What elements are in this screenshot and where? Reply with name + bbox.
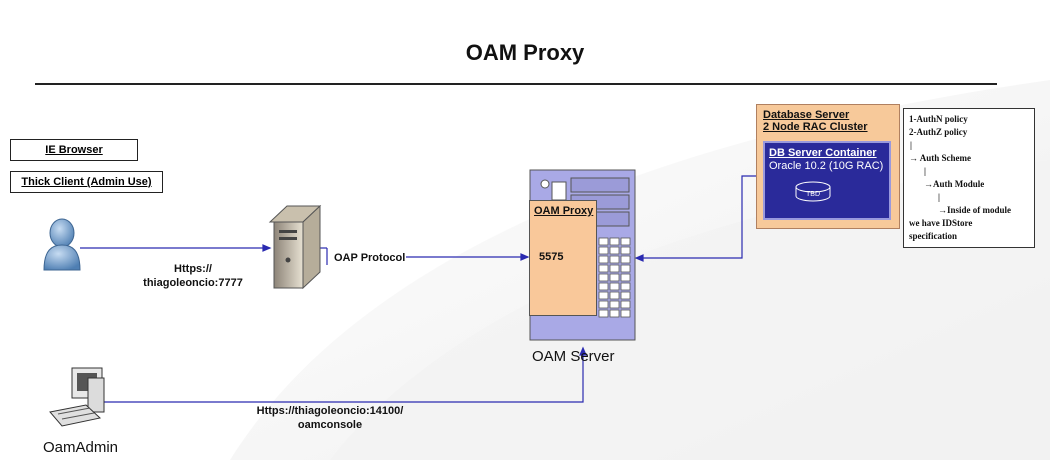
admin-url-line2: oamconsole	[297, 419, 363, 431]
server-vent	[598, 237, 609, 246]
oam-admin-label: OamAdmin	[43, 439, 119, 456]
server-vent	[609, 282, 620, 291]
policy-notes-box: 1-AuthN policy 2-AuthZ policy | → Auth S…	[903, 108, 1035, 248]
server-vent	[620, 246, 631, 255]
server-vent	[609, 273, 620, 282]
server-vent	[598, 282, 609, 291]
server-vent	[609, 300, 620, 309]
note-line: →Auth Module	[924, 179, 985, 189]
oap-protocol-label: OAP Protocol	[333, 251, 407, 265]
database-title-line1: Database Server	[763, 109, 850, 121]
server-vent	[609, 237, 620, 246]
server-vent	[620, 264, 631, 273]
admin-url-line1: Https://thiagoleoncio:14100/	[256, 405, 404, 417]
server-vent	[620, 273, 631, 282]
server-vent	[609, 255, 620, 264]
note-line: 1-AuthN policy	[909, 114, 968, 124]
oam-proxy-title: OAM Proxy	[534, 205, 594, 217]
note-line: →Inside of module	[938, 205, 1012, 215]
database-cylinder-label: TBD	[806, 191, 820, 198]
server-vent	[620, 291, 631, 300]
database-server-title: Database Server 2 Node RAC Cluster	[763, 109, 868, 133]
note-line: |	[938, 192, 940, 202]
database-cylinder-icon	[795, 181, 831, 202]
server-vent	[609, 246, 620, 255]
oam-server-label: OAM Server	[532, 348, 615, 365]
note-line: 2-AuthZ policy	[909, 127, 968, 137]
server-vent	[620, 255, 631, 264]
note-line: |	[910, 140, 912, 150]
server-vent	[598, 255, 609, 264]
server-vent	[598, 264, 609, 273]
database-server-box: Database Server 2 Node RAC Cluster DB Se…	[756, 104, 900, 229]
legend-ie-browser: IE Browser	[10, 139, 138, 161]
legend-thick-client: Thick Client (Admin Use)	[10, 171, 163, 193]
note-line: |	[924, 166, 926, 176]
oam-proxy-box: OAM Proxy 5575	[529, 200, 597, 316]
server-vent	[620, 300, 631, 309]
server-vent	[598, 300, 609, 309]
note-line: → Auth Scheme	[909, 153, 972, 163]
https-user-url-line2: thiagoleoncio:7777	[143, 277, 243, 289]
https-user-url-line1: Https://	[174, 263, 212, 275]
server-vent	[598, 291, 609, 300]
server-vent	[620, 309, 631, 318]
server-vent	[598, 309, 609, 318]
db-server-container: DB Server Container Oracle 10.2 (10G RAC…	[763, 141, 891, 220]
oam-proxy-port: 5575	[539, 251, 564, 263]
server-vent	[609, 264, 620, 273]
title-divider	[35, 83, 997, 85]
server-vent	[598, 273, 609, 282]
server-vent	[609, 309, 620, 318]
note-line: we have IDStore	[909, 218, 973, 228]
db-container-title: DB Server Container	[769, 147, 877, 159]
server-vent	[620, 282, 631, 291]
server-vent	[609, 291, 620, 300]
page-title: OAM Proxy	[465, 40, 585, 65]
server-vent	[620, 237, 631, 246]
database-title-line2: 2 Node RAC Cluster	[763, 121, 868, 133]
note-line: specification	[909, 231, 957, 241]
server-vent	[598, 246, 609, 255]
db-container-subtitle: Oracle 10.2 (10G RAC)	[769, 160, 884, 172]
